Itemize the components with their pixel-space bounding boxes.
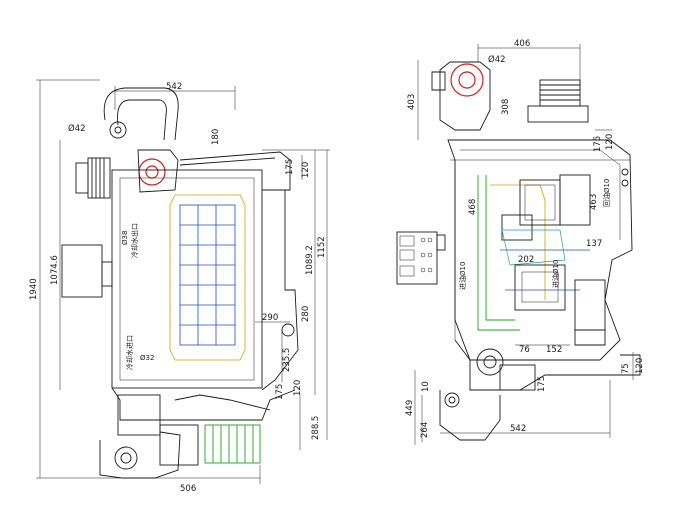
right-h264: 264 (420, 422, 430, 438)
right-d120: 120 (605, 134, 615, 150)
left-overall-height: 1940 (29, 278, 39, 300)
right-phi42: Ø42 (488, 54, 506, 65)
right-fuel-in: 进油Ø10 (458, 262, 467, 290)
left-height-1074: 1074.6 (50, 255, 60, 285)
left-phi38: Ø38 (121, 231, 129, 245)
left-d42: Ø42 (68, 123, 86, 134)
left-d235: 235.5 (282, 348, 292, 372)
left-bellows (75, 157, 111, 199)
right-view: 406 Ø42 403 308 175 120 (396, 39, 645, 445)
right-d202: 202 (518, 255, 534, 265)
left-green-pump (204, 424, 261, 464)
right-control-panel (396, 231, 446, 285)
right-bellows (527, 79, 589, 123)
left-d280: 280 (301, 306, 311, 322)
right-top-width: 406 (514, 39, 530, 49)
left-d290: 290 (262, 313, 278, 323)
right-d152: 152 (546, 345, 562, 355)
left-top-width: 542 (166, 82, 182, 92)
left-d175b: 175 (275, 384, 285, 400)
left-height-1152: 1152 (317, 236, 327, 258)
right-h403: 403 (407, 94, 417, 110)
right-d75: 75 (621, 363, 631, 374)
right-fuel-return: 回油Ø10 (602, 179, 611, 207)
left-outlet-label: 冷却水出口 (130, 223, 139, 258)
right-h10: 10 (421, 381, 431, 392)
right-fuel-out: 进油Ø10 (551, 260, 560, 288)
left-d175: 175 (285, 159, 295, 175)
left-view: 1940 1074.6 542 Ø42 (29, 79, 330, 494)
left-d180: 180 (211, 129, 221, 145)
right-d137: 137 (586, 239, 602, 249)
right-bottom-width: 542 (510, 424, 526, 434)
right-d175b: 175 (537, 376, 547, 392)
right-h449: 449 (405, 400, 415, 416)
left-phi32: Ø32 (140, 354, 154, 362)
left-d120a: 120 (301, 162, 311, 178)
right-d175: 175 (593, 136, 603, 152)
left-d288: 288.5 (311, 416, 321, 440)
left-height-1089: 1089.2 (305, 245, 315, 275)
left-d120b: 120 (293, 380, 303, 396)
right-injection-pump (500, 174, 591, 311)
right-h308: 308 (501, 99, 511, 115)
right-d120b: 120 (635, 358, 645, 374)
left-cylinder-grid (179, 204, 236, 346)
left-inlet-label: 冷却水进口 (125, 335, 134, 370)
right-h468: 468 (468, 199, 478, 215)
right-d76: 76 (519, 345, 530, 355)
right-h463: 463 (589, 194, 599, 210)
left-bottom-width: 506 (180, 484, 196, 494)
